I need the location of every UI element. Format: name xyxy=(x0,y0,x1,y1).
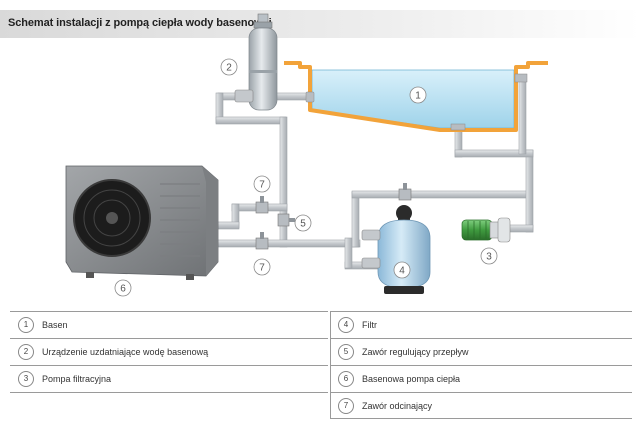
callout-label: 7 xyxy=(259,263,265,274)
callout-label: 3 xyxy=(486,252,492,263)
water-treatment-device xyxy=(234,13,278,111)
legend-label: Basenowa pompa ciepła xyxy=(362,373,461,384)
legend-item-4: 4 Filtr xyxy=(330,311,377,338)
legend-rule xyxy=(330,338,632,339)
filter-port xyxy=(361,257,381,269)
pool-skimmer xyxy=(514,73,528,83)
pipe-segment xyxy=(454,149,534,158)
shutoff-valve-lower xyxy=(255,232,269,250)
heat-pump-foot xyxy=(186,274,194,280)
filtration-pump xyxy=(461,217,511,243)
callout-5: 5 xyxy=(294,214,312,232)
installation-diagram: 1 2 3 4 5 6 7 7 xyxy=(65,13,548,297)
legend-item-6: 6 Basenowa pompa ciepła xyxy=(330,365,460,392)
legend-rule xyxy=(10,365,328,366)
callout-label: 7 xyxy=(259,180,265,191)
flow-control-valve xyxy=(277,213,295,227)
callout-4: 4 xyxy=(393,261,411,279)
shutoff-valve-upper xyxy=(255,196,269,214)
legend-item-7: 7 Zawór odcinający xyxy=(330,392,432,419)
legend-label: Urządzenie uzdatniające wodę basenową xyxy=(42,346,209,357)
pump-housing xyxy=(497,217,511,243)
pipe-segment xyxy=(215,116,287,125)
legend-item-5: 5 Zawór regulujący przepływ xyxy=(330,338,469,365)
legend-rule xyxy=(10,311,328,312)
pipe-segment xyxy=(525,149,534,233)
legend-number: 1 xyxy=(18,316,34,333)
page-title: Schemat instalacji z pompą ciepła wody b… xyxy=(8,17,272,29)
callout-1: 1 xyxy=(409,86,427,104)
legend-rule xyxy=(330,418,632,419)
callout-7-upper: 7 xyxy=(253,175,271,193)
legend-rule xyxy=(10,392,328,393)
legend-rule xyxy=(10,338,328,339)
legend-label: Zawór regulujący przepływ xyxy=(362,346,469,357)
heat-pump-vents xyxy=(160,183,200,257)
callout-2: 2 xyxy=(220,58,238,76)
fan-ring xyxy=(83,189,141,247)
filter-line-valve xyxy=(398,183,412,201)
legend-number: 2 xyxy=(18,343,34,360)
sand-filter xyxy=(361,205,431,294)
legend-table: 1 Basen 2 Urządzenie uzdatniające wodę b… xyxy=(10,311,632,419)
filter-base xyxy=(384,286,424,294)
heat-pump-side xyxy=(202,166,218,276)
pipe-segment xyxy=(344,237,353,269)
callout-label: 5 xyxy=(300,219,306,230)
legend-number: 7 xyxy=(338,397,354,414)
pool-rim xyxy=(284,61,548,132)
legend-rule xyxy=(330,365,632,366)
legend-item-2: 2 Urządzenie uzdatniające wodę basenową xyxy=(10,338,208,365)
pipe-segment xyxy=(518,77,527,155)
callout-label: 6 xyxy=(120,284,126,295)
valves xyxy=(255,183,412,250)
treatment-collar xyxy=(253,21,273,29)
pool-drain xyxy=(450,123,466,131)
filter-tank-body xyxy=(377,219,431,289)
legend-label: Pompa filtracyjna xyxy=(42,373,112,384)
legend-label: Filtr xyxy=(362,319,377,330)
legend-number: 5 xyxy=(338,343,354,360)
pipe-segment xyxy=(351,191,360,248)
legend-number: 3 xyxy=(18,370,34,387)
legend-label: Basen xyxy=(42,319,68,330)
legend-label: Zawór odcinający xyxy=(362,400,433,411)
legend-number: 6 xyxy=(338,370,354,387)
pipe-segment xyxy=(351,190,533,199)
legend-rule xyxy=(330,392,632,393)
pump-fins xyxy=(467,221,487,239)
pump-motor xyxy=(461,219,493,241)
header-bar: Schemat instalacji z pompą ciepła wody b… xyxy=(0,10,640,38)
callout-7-lower: 7 xyxy=(253,258,271,276)
treatment-band xyxy=(249,70,277,73)
legend-item-1: 1 Basen xyxy=(10,311,68,338)
legend-item-3: 3 Pompa filtracyjna xyxy=(10,365,111,392)
callout-label: 2 xyxy=(226,63,232,74)
treatment-cylinder xyxy=(248,27,278,111)
pipe-segment xyxy=(279,116,288,248)
filter-valve-knob xyxy=(396,205,412,221)
heat-pump-unit xyxy=(65,165,219,280)
legend-number: 4 xyxy=(338,316,354,333)
fan-ring xyxy=(93,199,131,237)
callout-label: 4 xyxy=(399,266,405,277)
heat-pump-foot xyxy=(86,272,94,278)
callout-6: 6 xyxy=(114,279,132,297)
pipe-segment xyxy=(204,239,361,248)
legend-rule xyxy=(330,311,632,312)
callout-3: 3 xyxy=(480,247,498,265)
pool-inlet xyxy=(305,91,315,103)
legend-divider xyxy=(330,311,331,419)
treatment-fitting xyxy=(234,89,254,103)
callout-label: 1 xyxy=(415,91,421,102)
filter-port xyxy=(361,229,381,241)
fan-hub xyxy=(106,212,118,224)
